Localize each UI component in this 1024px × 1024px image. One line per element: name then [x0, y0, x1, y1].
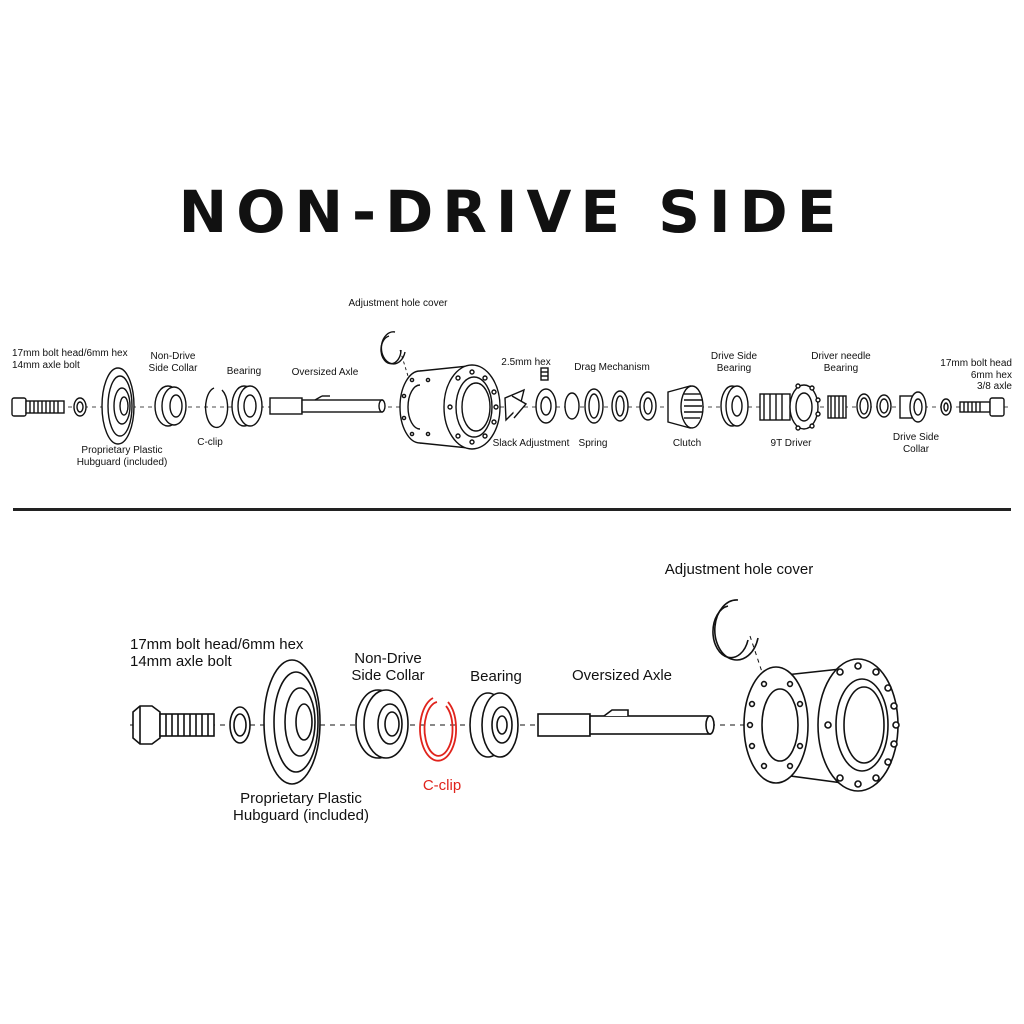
bearing-part [469, 692, 519, 758]
label-adjustment-hole-cover: Adjustment hole cover [664, 561, 814, 578]
label-slack-adjustment: Slack Adjustment [492, 438, 570, 449]
label-line: 17mm bolt head/6mm hex [130, 636, 304, 653]
hubguard-part [263, 659, 321, 785]
label-drive-side-bearing: Drive Side Bearing [704, 351, 764, 374]
label-bearing: Bearing [470, 668, 522, 685]
label-line: 17mm bolt head/6mm hex [12, 348, 128, 359]
section-divider [13, 508, 1011, 511]
label-hubguard: Proprietary Plastic Hubguard (included) [70, 445, 174, 468]
axle-bolt-right-part [959, 397, 1005, 417]
label-non-drive-collar: Non-Drive Side Collar [142, 351, 204, 374]
label-oversized-axle: Oversized Axle [571, 667, 673, 684]
label-line: Hubguard (included) [233, 807, 369, 825]
label-line: Side Collar [351, 667, 425, 685]
label-hex: 2.5mm hex [501, 357, 551, 368]
label-line: Side Collar [148, 362, 198, 374]
label-line: 3/8 axle [976, 381, 1012, 392]
label-axle-bolt-left: 17mm bolt head/6mm hex 14mm axle bolt [12, 348, 128, 371]
driver-part [759, 383, 821, 431]
c-clip-part [419, 697, 457, 762]
axle-bolt-left-part [11, 397, 65, 417]
washer-part [229, 706, 251, 744]
label-spring: Spring [578, 438, 608, 449]
hub-shell-part [399, 364, 501, 450]
axle-part [269, 395, 386, 415]
label-line: 14mm axle bolt [130, 653, 232, 671]
label-line: Non-Drive [354, 650, 422, 667]
label-line: Non-Drive [150, 351, 196, 362]
slack-adjustment-part [504, 388, 557, 424]
bearing-part [231, 385, 263, 427]
label-line: 6mm hex [970, 369, 1012, 381]
label-driver-needle-bearing: Driver needle Bearing [806, 351, 876, 374]
label-line: 17mm bolt head [940, 358, 1012, 369]
label-c-clip: C-clip [197, 437, 223, 448]
label-hubguard: Proprietary Plastic Hubguard (included) [226, 790, 376, 825]
axle-bolt-part [132, 705, 215, 745]
driver-needle-bearing-part [827, 393, 892, 419]
label-axle-bolt-right: 17mm bolt head 6mm hex 3/8 axle [936, 358, 1012, 393]
label-oversized-axle: Oversized Axle [291, 367, 359, 378]
label-line: Driver needle [811, 351, 871, 362]
label-axle-bolt: 17mm bolt head/6mm hex 14mm axle bolt [130, 636, 303, 671]
label-line: Drive Side [710, 351, 758, 362]
drive-side-collar-part [899, 391, 927, 423]
clutch-part [667, 385, 704, 429]
label-line: Proprietary Plastic [240, 790, 362, 807]
axle-part [537, 709, 715, 737]
washer-left-part [73, 397, 87, 417]
non-drive-collar-part [355, 689, 409, 759]
adjustment-hole-cover-part [380, 331, 417, 403]
c-clip-part [204, 387, 229, 429]
label-line: Bearing [823, 362, 859, 374]
label-non-drive-collar: Non-Drive Side Collar [340, 650, 436, 685]
washer-right-part [940, 398, 952, 416]
label-line: Bearing [716, 362, 752, 374]
label-line: Drive Side [892, 432, 940, 443]
label-c-clip: C-clip [422, 777, 462, 794]
non-drive-collar-part [154, 385, 187, 427]
hub-shell-part [743, 658, 900, 792]
hubguard-part [101, 367, 135, 445]
label-line: Proprietary Plastic [81, 445, 163, 456]
drive-side-bearing-part [720, 385, 749, 427]
label-bearing: Bearing [226, 366, 262, 377]
label-clutch: Clutch [672, 438, 702, 449]
label-adjustment-hole-cover: Adjustment hole cover [348, 298, 448, 309]
label-drive-side-collar: Drive Side Collar [886, 432, 946, 455]
label-line: Hubguard (included) [76, 456, 168, 468]
hex-screw-part [540, 367, 549, 381]
label-driver: 9T Driver [770, 438, 812, 449]
label-drag-mechanism: Drag Mechanism [574, 362, 650, 373]
drag-mechanism-part [564, 388, 657, 424]
page-title: NON-DRIVE SIDE [178, 178, 846, 246]
label-line: Collar [902, 443, 930, 455]
label-line: 14mm axle bolt [12, 359, 80, 371]
top-exploded-diagram [11, 331, 1012, 450]
